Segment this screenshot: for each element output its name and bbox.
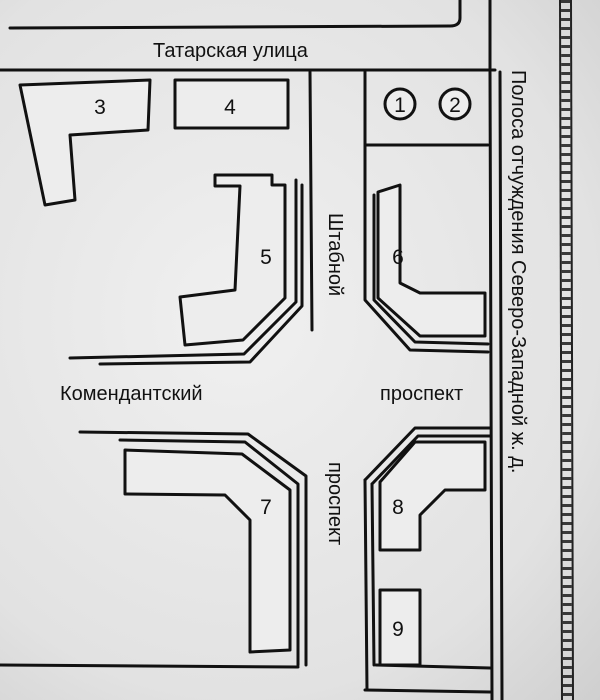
building-6 xyxy=(376,183,487,338)
street-label-komendantsky-prospekt: проспект xyxy=(380,383,463,405)
building-number: 8 xyxy=(392,496,404,519)
building-5 xyxy=(178,173,287,347)
building-number: 6 xyxy=(392,246,404,269)
building-number: 5 xyxy=(260,246,272,269)
railway-zone-label: Полоса отчуждения Северо-Западной ж. д. xyxy=(507,70,529,473)
street-label-tatarskaya: Татарская улица xyxy=(153,40,309,62)
building-number: 1 xyxy=(394,94,406,117)
building-7 xyxy=(123,448,292,654)
building-number: 2 xyxy=(449,94,461,117)
building-number: 3 xyxy=(94,96,106,119)
street-lines xyxy=(0,0,504,700)
building-8 xyxy=(378,440,487,552)
street-label-shtabnoy: Штабной xyxy=(324,213,346,296)
building-1 xyxy=(383,87,417,121)
building-number: 4 xyxy=(224,96,236,119)
building-4 xyxy=(173,78,290,130)
building-3 xyxy=(18,78,152,207)
street-label-shtabnoy-prospekt: проспект xyxy=(324,462,346,545)
building-number: 7 xyxy=(260,496,272,519)
building-number: 9 xyxy=(392,618,404,641)
building-2 xyxy=(438,87,472,121)
street-label-komendantsky: Комендантский xyxy=(60,383,203,405)
railway-track xyxy=(559,0,574,700)
building-9 xyxy=(378,588,422,667)
